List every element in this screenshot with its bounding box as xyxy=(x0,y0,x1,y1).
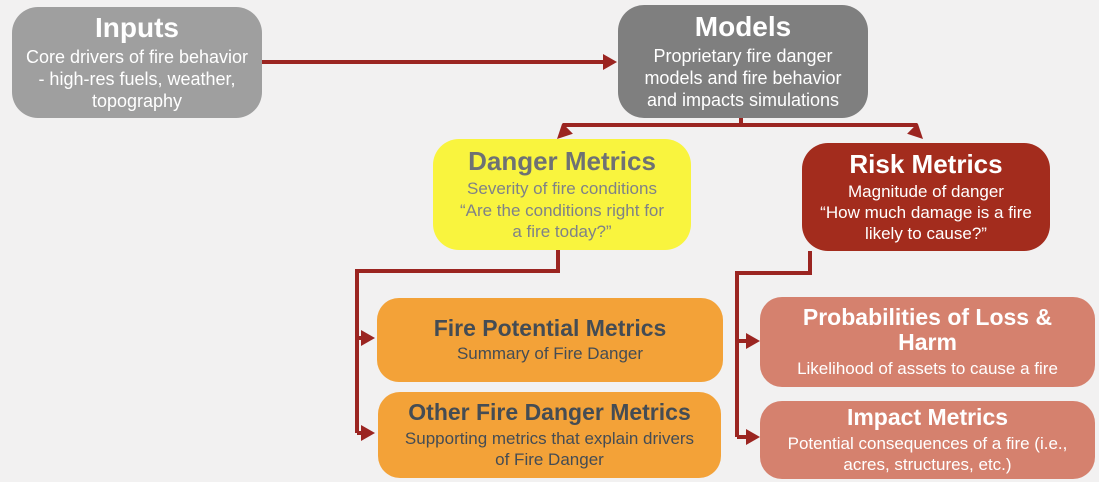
node-title: Danger Metrics xyxy=(468,146,656,177)
node-danger-metrics: Danger Metrics Severity of fire conditio… xyxy=(433,139,691,250)
arrowhead-prob-loss xyxy=(746,333,760,349)
node-other-fire-danger-metrics: Other Fire Danger Metrics Supporting met… xyxy=(378,392,721,478)
node-impact-metrics: Impact Metrics Potential consequences of… xyxy=(760,401,1095,479)
node-models: Models Proprietary fire danger models an… xyxy=(618,5,868,118)
node-body: Summary of Fire Danger xyxy=(456,344,644,364)
node-title: Models xyxy=(694,11,792,43)
node-title: Risk Metrics xyxy=(849,148,1003,179)
node-title: Impact Metrics xyxy=(846,404,1009,431)
node-body: Magnitude of danger “How much damage is … xyxy=(820,181,1032,244)
node-fire-potential-metrics: Fire Potential Metrics Summary of Fire D… xyxy=(377,298,723,382)
node-probabilities-of-loss-harm: Probabilities of Loss & Harm Likelihood … xyxy=(760,297,1095,387)
node-body: Severity of fire conditions “Are the con… xyxy=(459,179,665,241)
node-title: Probabilities of Loss & Harm xyxy=(802,303,1053,356)
arrowhead-other-danger xyxy=(361,425,375,441)
arrowhead-risk-metrics xyxy=(907,123,923,139)
node-body: Core drivers of fire behavior - high-res… xyxy=(25,46,249,112)
node-body: Supporting metrics that explain drivers … xyxy=(404,428,695,469)
node-body: Proprietary fire danger models and fire … xyxy=(644,45,842,111)
arrowhead-models xyxy=(603,54,617,70)
arrowhead-fire-potential xyxy=(361,330,375,346)
node-title: Fire Potential Metrics xyxy=(433,314,667,341)
node-inputs: Inputs Core drivers of fire behavior - h… xyxy=(12,7,262,118)
node-risk-metrics: Risk Metrics Magnitude of danger “How mu… xyxy=(802,143,1050,251)
arrowhead-danger-metrics xyxy=(557,123,573,139)
node-title: Inputs xyxy=(95,12,179,44)
node-body: Potential consequences of a fire (i.e., … xyxy=(787,433,1068,474)
node-title: Other Fire Danger Metrics xyxy=(408,399,691,426)
node-body: Likelihood of assets to cause a fire xyxy=(797,359,1058,379)
arrowhead-impact xyxy=(746,429,760,445)
